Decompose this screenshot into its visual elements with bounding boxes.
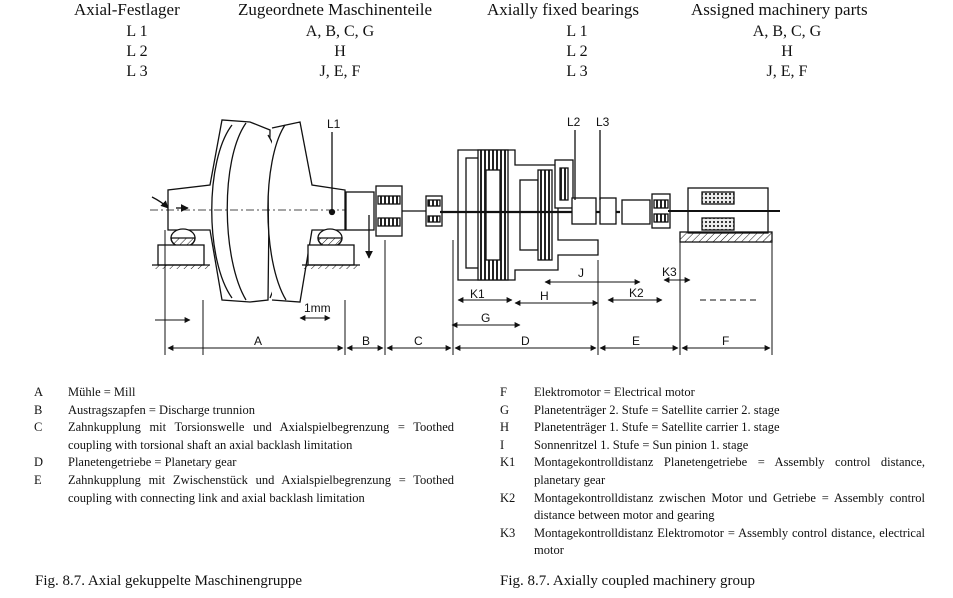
label-k3: K3 <box>662 265 677 279</box>
label-e: E <box>632 334 640 348</box>
legend-text: Planetenträger 1. Stufe = Satellite carr… <box>534 420 780 435</box>
legend-item: F Elektromotor = Electrical motor <box>500 384 925 402</box>
label-k1: K1 <box>470 287 485 301</box>
legend-item: K1 Montagekontrolldistanz Planetengetrieb… <box>500 454 925 489</box>
caption-en: Fig. 8.7. Axially coupled machinery grou… <box>500 573 755 589</box>
label-k2: K2 <box>629 286 644 300</box>
legend-item: H Planetenträger 1. Stufe = Satellite car… <box>500 419 925 437</box>
label-l1: L1 <box>327 117 341 131</box>
legend-item: E Zahnkupplung mit Zwischenstück und Axia… <box>34 472 454 507</box>
legend-text: Zahnkupplung mit Zwischenstück und Axial… <box>68 472 454 505</box>
label-g: G <box>481 311 490 325</box>
parts-label: A, B, C, G <box>752 23 822 40</box>
bearing-label: L 1 <box>126 23 148 40</box>
legend-right: F Elektromotor = Electrical motor G Planet… <box>500 384 925 560</box>
legend-item: D Planetengetriebe = Planetary gear <box>34 454 454 472</box>
legend-item: I Sonnenritzel 1. Stufe = Sun pinion 1. s… <box>500 437 925 455</box>
label-c: C <box>414 334 423 348</box>
legend-key: B <box>34 402 43 417</box>
legend-text: Montagekontrolldistanz Planetengetriebe … <box>534 455 925 487</box>
header-en-parts-title: Assigned machinery parts <box>691 0 868 19</box>
planetary-gear-part <box>440 130 620 281</box>
header-de-parts-title: Zugeordnete Maschinenteile <box>238 0 433 19</box>
label-a: A <box>254 334 262 348</box>
label-h: H <box>540 289 549 303</box>
header-de-parts-list: A, B, C, G H J, E, F <box>280 22 400 82</box>
legend-key: F <box>500 385 507 399</box>
label-l3: L3 <box>596 115 610 129</box>
legend-key: G <box>500 402 510 417</box>
parts-label: H <box>334 43 346 60</box>
legend-key: H <box>500 420 510 435</box>
bearing-label: L 2 <box>566 43 588 60</box>
label-d: D <box>521 334 530 348</box>
dimension-lines <box>155 230 773 355</box>
label-l2: L2 <box>567 115 581 129</box>
header-de-bearings-title: Axial-Festlager <box>74 0 180 19</box>
electric-motor-part <box>676 187 780 243</box>
legend-key: A <box>34 385 44 399</box>
bearing-label: L 2 <box>126 43 148 60</box>
legend-text: Planetenträger 2. Stufe = Satellite carr… <box>534 402 780 417</box>
parts-label: H <box>781 43 793 60</box>
legend-item: B Austragszapfen = Discharge trunnion <box>34 402 454 420</box>
legend-item: A Mühle = Mill <box>34 384 454 402</box>
legend-text: Mühle = Mill <box>68 385 136 399</box>
legend-text: Elektromotor = Electrical motor <box>534 385 695 399</box>
legend-item: K3 Montagekontrolldistanz Elektromotor = … <box>500 525 925 560</box>
bearing-label: L 1 <box>566 23 588 40</box>
legend-key: I <box>500 437 505 452</box>
bearing-label: L 3 <box>126 63 148 80</box>
legend-key: E <box>34 472 42 487</box>
legend-key: K2 <box>500 490 516 505</box>
legend-text: Austragszapfen = Discharge trunnion <box>68 402 255 417</box>
machinery-group-drawing: L1 L2 L3 1mm K1 G H J K2 K3 A B C D E F <box>150 115 780 355</box>
legend-text: Montagekontrolldistanz Elektromotor = As… <box>534 525 925 558</box>
mill-part <box>150 119 360 303</box>
label-b: B <box>362 334 370 348</box>
parts-label: J, E, F <box>766 63 808 80</box>
legend-item: K2 Montagekontrolldistanz zwischen Motor … <box>500 490 925 525</box>
legend-text: Zahnkupplung mit Torsionswelle und Axial… <box>68 420 454 452</box>
bearing-label: L 3 <box>566 63 588 80</box>
header-de-bearings-list: L 1 L 2 L 3 <box>107 22 167 82</box>
legend-text: Planetengetriebe = Planetary gear <box>68 455 237 470</box>
legend-key: K3 <box>500 525 516 540</box>
legend-key: K1 <box>500 455 516 470</box>
label-f: F <box>722 334 729 348</box>
legend-text: Sonnenritzel 1. Stufe = Sun pinion 1. st… <box>534 437 749 452</box>
label-1mm: 1mm <box>304 301 331 315</box>
legend-text: Montagekontrolldistanz zwischen Motor un… <box>534 490 925 523</box>
header-en-bearings-list: L 1 L 2 L 3 <box>547 22 607 82</box>
legend-key: C <box>34 420 43 435</box>
legend-item: G Planetenträger 2. Stufe = Satellite car… <box>500 402 925 420</box>
parts-label: A, B, C, G <box>305 23 375 40</box>
header-en-parts-list: A, B, C, G H J, E, F <box>727 22 847 82</box>
coupling-part <box>345 185 443 259</box>
parts-label: J, E, F <box>319 63 361 80</box>
caption-de: Fig. 8.7. Axial gekuppelte Maschinengrup… <box>35 573 303 589</box>
legend-item: C Zahnkupplung mit Torsionswelle und Axia… <box>34 419 454 454</box>
header-en-bearings-title: Axially fixed bearings <box>487 0 640 19</box>
legend-key: D <box>34 455 44 470</box>
legend-left: A Mühle = Mill B Austragszapfen = Discharg… <box>34 384 454 507</box>
label-j: J <box>578 266 584 280</box>
